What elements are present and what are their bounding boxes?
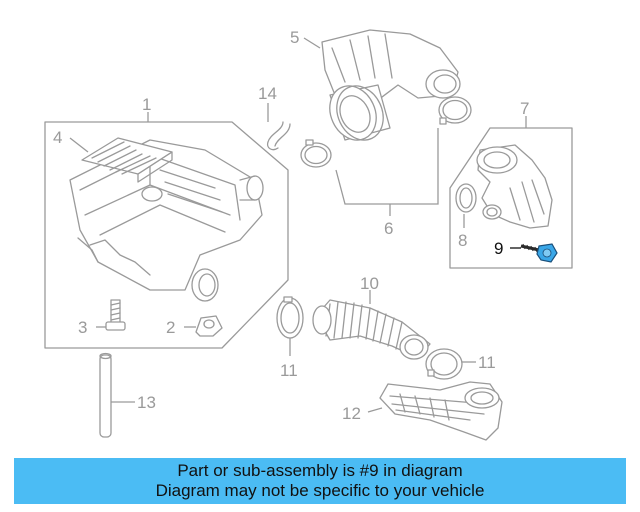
callout-8[interactable]: 8 [458, 231, 467, 250]
air-duct-12 [379, 381, 503, 441]
air-cleaner-housing [69, 139, 264, 302]
callout-14[interactable]: 14 [258, 84, 277, 103]
callout-10[interactable]: 10 [360, 274, 379, 293]
resonator-group: 7 8 9 [449, 99, 573, 269]
callout-11b[interactable]: 11 [478, 353, 496, 372]
intake-tube-5 [321, 29, 461, 141]
bolt-3 [105, 299, 126, 331]
callout-6[interactable]: 6 [384, 219, 393, 238]
info-banner: Part or sub-assembly is #9 in diagram Di… [14, 458, 626, 504]
group-box-1 [44, 121, 289, 349]
vent-hose-14 [266, 121, 291, 151]
bolt-9-highlighted[interactable] [520, 243, 558, 263]
callout-11a[interactable]: 11 [280, 361, 298, 380]
callout-13[interactable]: 13 [137, 393, 156, 412]
callout-4[interactable]: 4 [53, 128, 62, 147]
callout-12[interactable]: 12 [342, 404, 361, 423]
group-box-7 [449, 127, 573, 269]
callout-1[interactable]: 1 [142, 95, 151, 114]
filter-element [81, 137, 173, 183]
hose-clamp-11a [276, 296, 304, 339]
callout-5[interactable]: 5 [290, 28, 299, 47]
parts-diagram: 1 4 [44, 28, 573, 441]
banner-line-1: Part or sub-assembly is #9 in diagram [177, 461, 463, 480]
callout-3[interactable]: 3 [78, 318, 87, 337]
seal-ring-8 [455, 183, 477, 213]
hose-clamp-right [438, 96, 472, 125]
drain-tube-13 [99, 352, 112, 438]
callout-9[interactable]: 9 [494, 239, 503, 258]
intake-elbow-7 [476, 144, 553, 229]
callout-7[interactable]: 7 [520, 99, 529, 118]
callout-2[interactable]: 2 [166, 318, 175, 337]
grommet-2 [195, 315, 223, 337]
hose-clamp-11b [425, 348, 463, 380]
banner-line-2: Diagram may not be specific to your vehi… [155, 481, 485, 500]
leader-6 [335, 128, 439, 205]
hose-clamp-left [300, 139, 332, 168]
intake-hose-10 [312, 299, 431, 360]
air-cleaner-group: 1 4 [44, 95, 289, 349]
